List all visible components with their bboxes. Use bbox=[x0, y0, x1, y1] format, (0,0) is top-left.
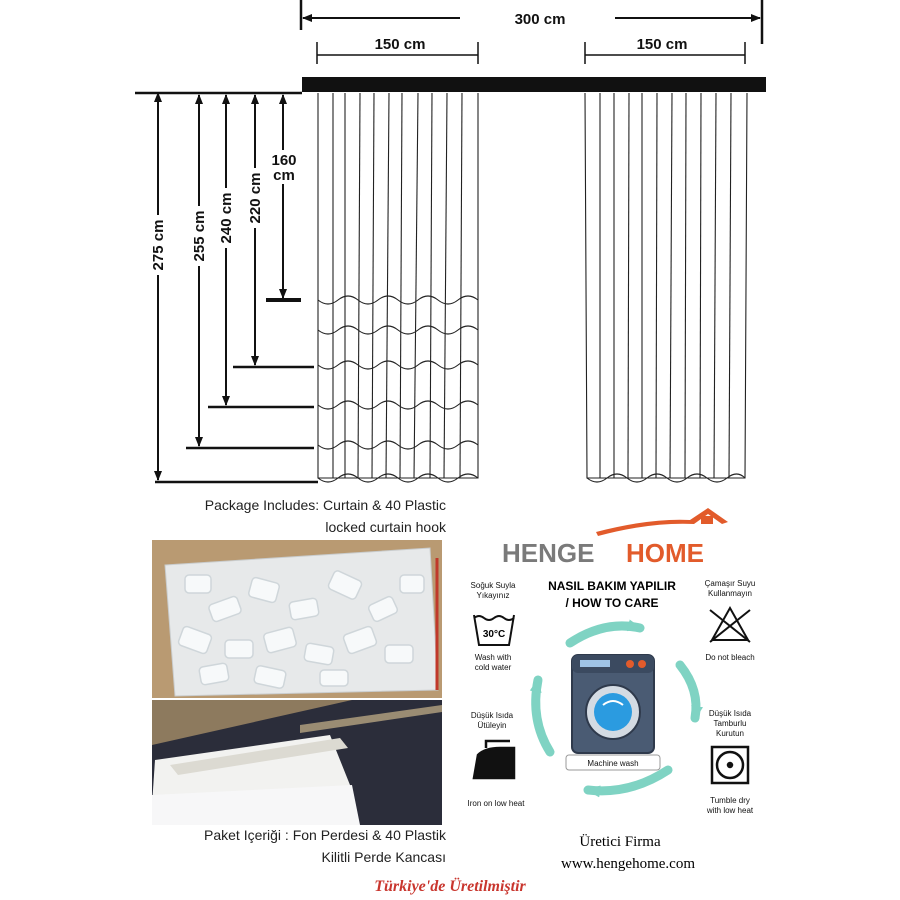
dry-tr-line1: Düşük Isıda bbox=[709, 709, 752, 718]
height-labels: 275 cm 255 cm 240 cm 220 cm 160 cm bbox=[150, 150, 300, 275]
wash-temperature: 30°C bbox=[483, 629, 505, 640]
care-title-en: / HOW TO CARE bbox=[565, 596, 658, 610]
brand-name-part2: HOME bbox=[626, 538, 704, 568]
right-panel-width-label: 150 cm bbox=[637, 36, 688, 53]
bleach-en: Do not bleach bbox=[705, 653, 754, 662]
total-width-label: 300 cm bbox=[515, 11, 566, 28]
manufacturer-label: Üretici Firma bbox=[579, 833, 661, 850]
left-curtain-panel bbox=[317, 92, 479, 483]
dry-en-line1: Tumble dry bbox=[710, 796, 750, 805]
house-roof-icon bbox=[596, 508, 728, 536]
dry-en-line2: with low heat bbox=[706, 806, 754, 815]
machine-wash-label: Machine wash bbox=[587, 759, 638, 768]
iron-icon bbox=[472, 739, 516, 780]
iron-tr-line1: Düşük Isıda bbox=[471, 711, 514, 720]
care-cycle-arrows bbox=[529, 619, 704, 798]
dry-tr-line2: Tamburlu bbox=[714, 719, 747, 728]
width-dimensions: 300 cm 150 cm 150 cm bbox=[299, 0, 764, 64]
wash-tr-line2: Yıkayınız bbox=[477, 591, 510, 600]
package-turkish-line1: Paket Içeriği : Fon Perdesi & 40 Plastik bbox=[204, 827, 447, 843]
height-275-label: 275 cm bbox=[150, 220, 167, 271]
bleach-tr-line1: Çamaşır Suyu bbox=[705, 579, 756, 588]
manufacturer-website[interactable]: www.hengehome.com bbox=[561, 856, 695, 872]
dry-tr-line3: Kurutun bbox=[716, 729, 744, 738]
height-255-label: 255 cm bbox=[191, 211, 208, 262]
made-in-turkey-label: Türkiye'de Üretilmiştir bbox=[374, 877, 526, 895]
hooks-package-photo bbox=[152, 540, 442, 698]
brand-name-part1: HENGE bbox=[502, 538, 594, 568]
wash-tr-line1: Soğuk Suyla bbox=[471, 581, 516, 590]
wash-en-line2: cold water bbox=[475, 663, 512, 672]
hook-detail-photo bbox=[152, 700, 442, 825]
iron-en: Iron on low heat bbox=[468, 799, 526, 808]
care-title-tr: NASIL BAKIM YAPILIR bbox=[548, 579, 676, 593]
package-turkish-line2: Kilitli Perde Kancası bbox=[321, 849, 446, 865]
iron-tr-line2: Ütüleyin bbox=[478, 721, 507, 730]
height-240-label: 240 cm bbox=[218, 193, 235, 244]
right-curtain-panel bbox=[584, 92, 748, 483]
wash-tub-icon bbox=[473, 614, 515, 646]
bleach-tr-line2: Kullanmayın bbox=[708, 589, 752, 598]
washing-machine-icon bbox=[571, 654, 655, 754]
height-160-unit: cm bbox=[273, 167, 295, 184]
care-instructions: NASIL BAKIM YAPILIR / HOW TO CARE Soğuk … bbox=[468, 579, 756, 815]
tumble-dry-icon bbox=[710, 745, 750, 785]
package-includes-line2: locked curtain hook bbox=[325, 519, 447, 535]
curtain-rod bbox=[135, 77, 766, 95]
height-160-label: 160 bbox=[271, 152, 296, 169]
height-220-label: 220 cm bbox=[247, 173, 264, 224]
brand-logo: HENGE HOME bbox=[502, 508, 728, 568]
left-panel-width-label: 150 cm bbox=[375, 36, 426, 53]
wash-en-line1: Wash with bbox=[475, 653, 512, 662]
height-dimensions bbox=[154, 92, 318, 484]
no-bleach-icon bbox=[709, 605, 751, 643]
package-includes-line1: Package Includes: Curtain & 40 Plastic bbox=[205, 497, 446, 513]
